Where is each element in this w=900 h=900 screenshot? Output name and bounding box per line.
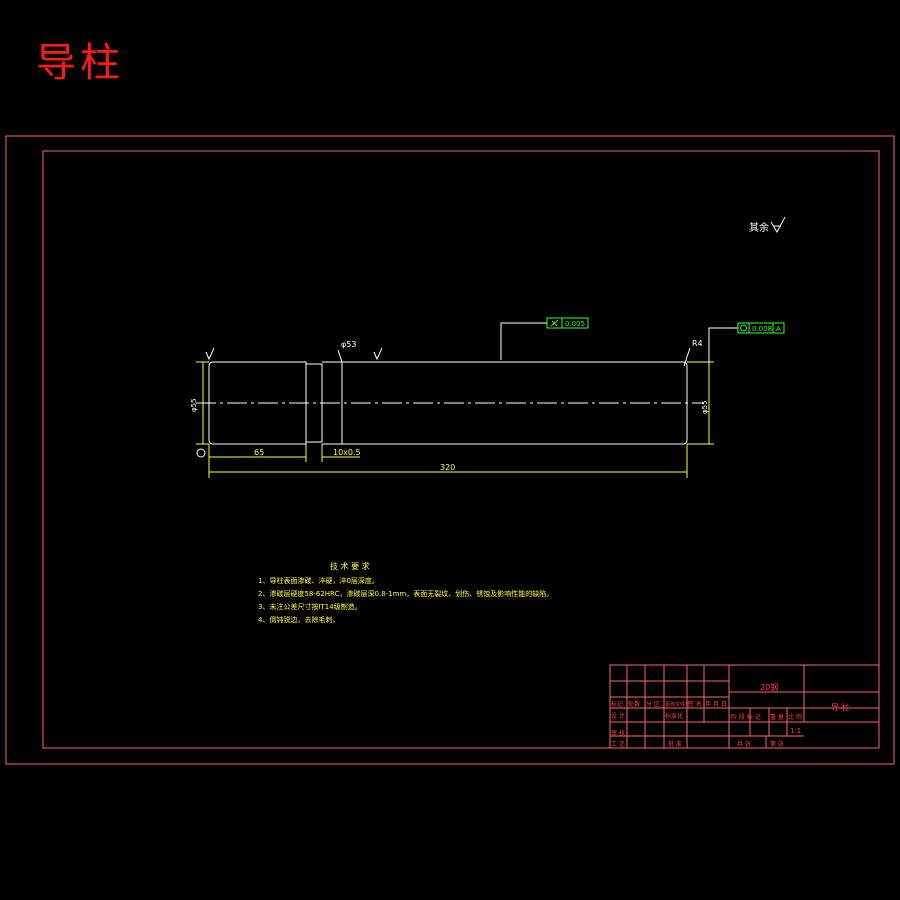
tb-label: 年 月 日 [705,700,727,708]
page-title: 导柱 [36,40,124,86]
outer-frame [5,135,895,765]
tb-label: 共 张 [737,740,751,748]
dim-left-dia: φ55 [190,398,198,412]
tb-label: 标准化 [665,712,683,720]
tech-req-item: 3、未注公差尺寸按IT14级制造。 [258,602,362,611]
dimension-lines [196,361,714,478]
tb-label: 审 核 [611,729,625,737]
tb-label: 重 量 [770,713,784,721]
tb-label: 批 准 [668,740,682,748]
tol-datum: A [776,325,781,333]
tol-cylindricity: 0.005 [565,320,585,328]
tol-coaxiality: 0.008 [752,325,772,333]
tech-req-item: 4、倒钝锐边，去除毛刺。 [258,615,339,624]
scale-value: 1:1 [790,727,801,735]
cylindricity-icon [550,319,559,327]
roughness-note: 其余 [749,221,769,234]
dim-right-dia: φ55 [701,400,709,414]
tech-req-heading: 技 术 要 求 [330,561,370,571]
tb-label: 处数 [628,700,640,708]
dim-radius: R4 [692,339,703,348]
coaxiality-frame [737,322,785,334]
roughness-mark-icon [205,347,215,361]
dim-shoulder-dia: φ53 [341,340,356,349]
tb-label: 分 区 [646,700,660,708]
roughness-symbol-icon [770,216,786,234]
part-name: 导 柱 [831,702,850,712]
tb-label: 阶 段 标 记 [731,713,761,721]
coaxiality-icon [740,324,747,332]
inner-frame [42,150,880,749]
tb-label: 设 计 [611,712,625,720]
title-block [609,664,880,749]
dim-groove: 10x0.5 [333,448,361,457]
tech-req-item: 1、导柱表面渗碳、淬硬，淬0层深度。 [258,576,379,585]
tb-label: 标记 [611,700,623,708]
tb-label: 更改文件号 [665,701,690,708]
tb-label: 第 张 [770,740,784,748]
tb-label: 工 艺 [611,740,625,748]
roughness-mark-icon [373,347,383,361]
tech-req-item: 2、渗碳层硬度58-62HRC，渗碳层深0.8-1mm，表面无裂纹、划伤、锈蚀及… [258,589,553,598]
tb-label: 比 例 [788,713,802,721]
dim-total-length: 320 [440,463,455,472]
dim-left-length: 65 [254,448,264,457]
datum-symbol [196,448,206,458]
tb-label: 签 名 [688,700,702,708]
material: 20钢 [760,682,778,692]
